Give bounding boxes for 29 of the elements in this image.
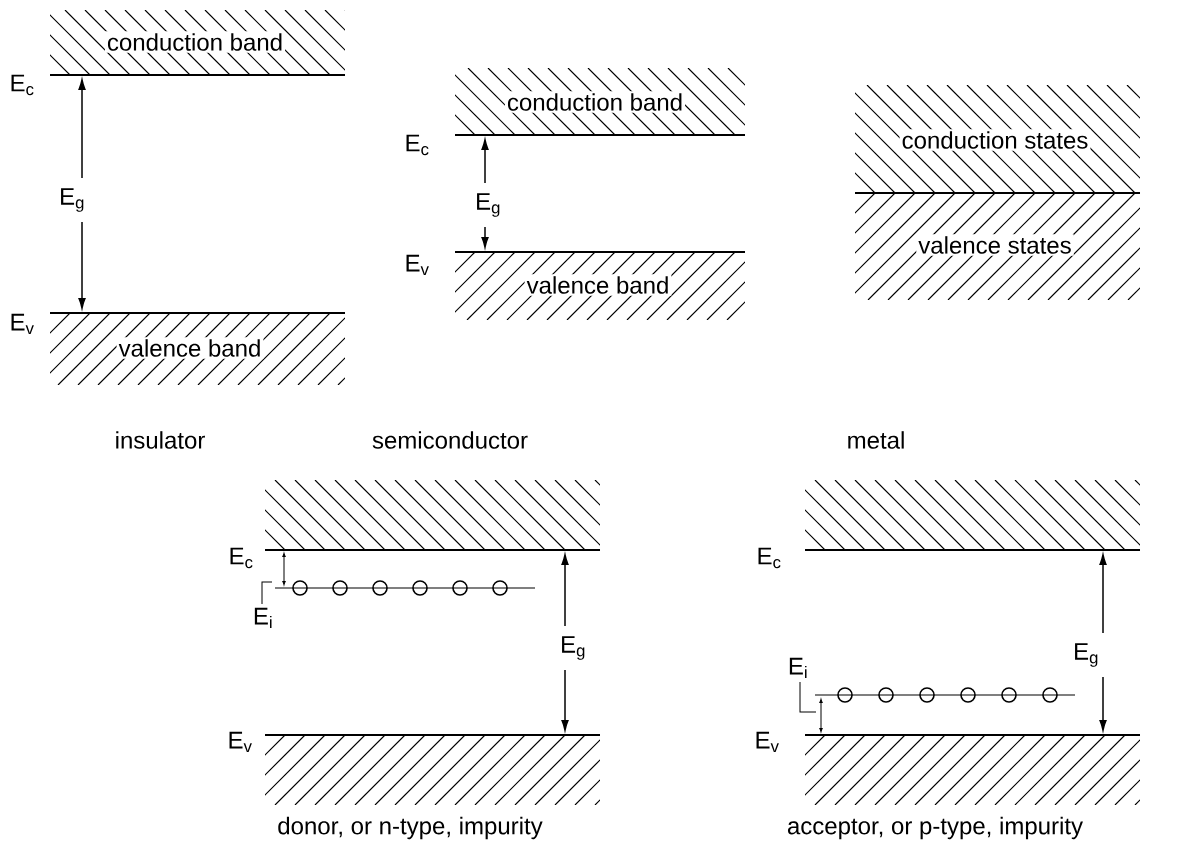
node-label: valence band	[118, 339, 260, 357]
node-label: conduction band	[107, 33, 282, 51]
energy-label: E$_{v}$	[11, 313, 34, 335]
hatched-band: conduction band	[49, 10, 346, 76]
hatched-band	[264, 480, 601, 551]
caption: insulator	[116, 431, 205, 449]
node-label: valence band	[526, 276, 668, 294]
hatched-band: valence band	[49, 312, 346, 385]
energy-label: E$_{i}$	[789, 657, 807, 679]
hatched-band: conduction states	[854, 85, 1141, 194]
energy-label: E$_{g}$	[61, 188, 84, 212]
hatched-band	[804, 734, 1141, 805]
caption: semiconductor	[372, 431, 528, 449]
energy-label: E$_{g}$	[562, 636, 585, 660]
energy-label: E$_{g}$	[1075, 643, 1098, 667]
energy-label: E$_{c}$	[406, 134, 429, 156]
energy-label: E$_{i}$	[254, 607, 272, 629]
hatched-band: valence states	[855, 193, 1140, 300]
energy-label: E$_{g}$	[477, 193, 500, 217]
hatched-band	[804, 480, 1141, 551]
hatched-band: valence band	[454, 251, 746, 320]
hatched-band	[264, 734, 601, 805]
energy-label: E$_{v}$	[406, 254, 429, 276]
node-label: valence states	[918, 236, 1071, 254]
hatched-band: conduction band	[454, 68, 746, 136]
energy-label: E$_{c}$	[11, 74, 34, 96]
energy-label: E$_{c}$	[758, 547, 781, 569]
node-label: conduction states	[902, 131, 1088, 149]
node-label: conduction band	[507, 93, 682, 111]
